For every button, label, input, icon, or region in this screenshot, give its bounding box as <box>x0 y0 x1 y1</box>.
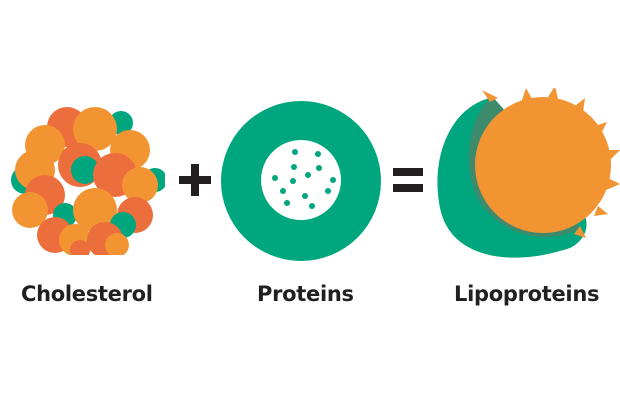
plus-icon <box>179 164 211 196</box>
cholesterol-label: Cholesterol <box>21 282 153 306</box>
equals-icon <box>393 168 423 192</box>
proteins-label: Proteins <box>257 282 354 306</box>
cholesterol-cluster-icon <box>11 107 165 255</box>
protein-ring-icon <box>221 101 381 261</box>
lipoproteins-label: Lipoproteins <box>454 282 600 306</box>
lipoprotein-sphere-icon <box>437 88 620 258</box>
